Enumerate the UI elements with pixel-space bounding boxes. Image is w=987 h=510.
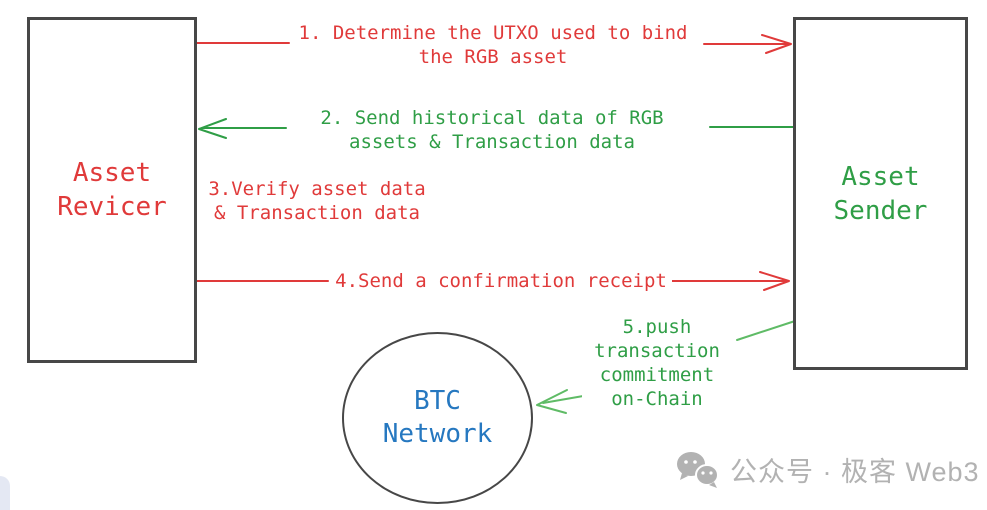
message-line: 3.Verify asset data (208, 178, 426, 200)
message-1-label: 1. Determine the UTXO used to bind the R… (293, 21, 693, 69)
message-5-label: 5.push transaction commitment on-Chain (582, 315, 732, 411)
actor-label-line: Sender (833, 195, 928, 226)
actor-asset-receiver: Asset Revicer (27, 17, 197, 363)
message-line: assets & Transaction data (349, 131, 635, 153)
actor-asset-sender: Asset Sender (793, 17, 968, 370)
message-line: commitment (599, 364, 715, 386)
message-2-label: 2. Send historical data of RGB assets & … (292, 106, 692, 154)
message-line: 5.push (622, 316, 692, 338)
watermark: 公众号 · 极客 Web3 (676, 450, 980, 489)
actor-asset-receiver-label: Asset Revicer (57, 156, 167, 224)
node-btc-network-label: BTC Network (383, 385, 493, 451)
message-line: on-Chain (611, 388, 703, 410)
wechat-icon (677, 451, 719, 488)
watermark-text: 公众号 · 极客 Web3 (730, 457, 980, 487)
message-line: 4.Send a confirmation receipt (335, 270, 667, 292)
message-line: 2. Send historical data of RGB (320, 107, 664, 129)
corner-sliver-decoration (0, 476, 10, 510)
network-label-line: Network (382, 419, 493, 449)
message-line: the RGB asset (418, 46, 568, 68)
node-btc-network: BTC Network (342, 332, 533, 504)
arrow-2-send-historical-data (198, 118, 794, 139)
arrow-4-confirmation-receipt (196, 271, 790, 291)
message-line: 1. Determine the UTXO used to bind (298, 22, 688, 44)
network-label-line: BTC (414, 386, 461, 416)
message-4-label: 4.Send a confirmation receipt (330, 269, 672, 293)
actor-label-line: Revicer (57, 192, 167, 222)
message-line: & Transaction data (214, 202, 420, 224)
message-line: transaction (594, 340, 720, 362)
actor-asset-sender-label: Asset Sender (834, 160, 928, 228)
actor-label-line: Asset (72, 158, 152, 188)
arrow-1-determine-utxo (196, 34, 792, 54)
actor-label-line: Asset (841, 161, 920, 192)
message-3-label: 3.Verify asset data & Transaction data (198, 177, 436, 225)
